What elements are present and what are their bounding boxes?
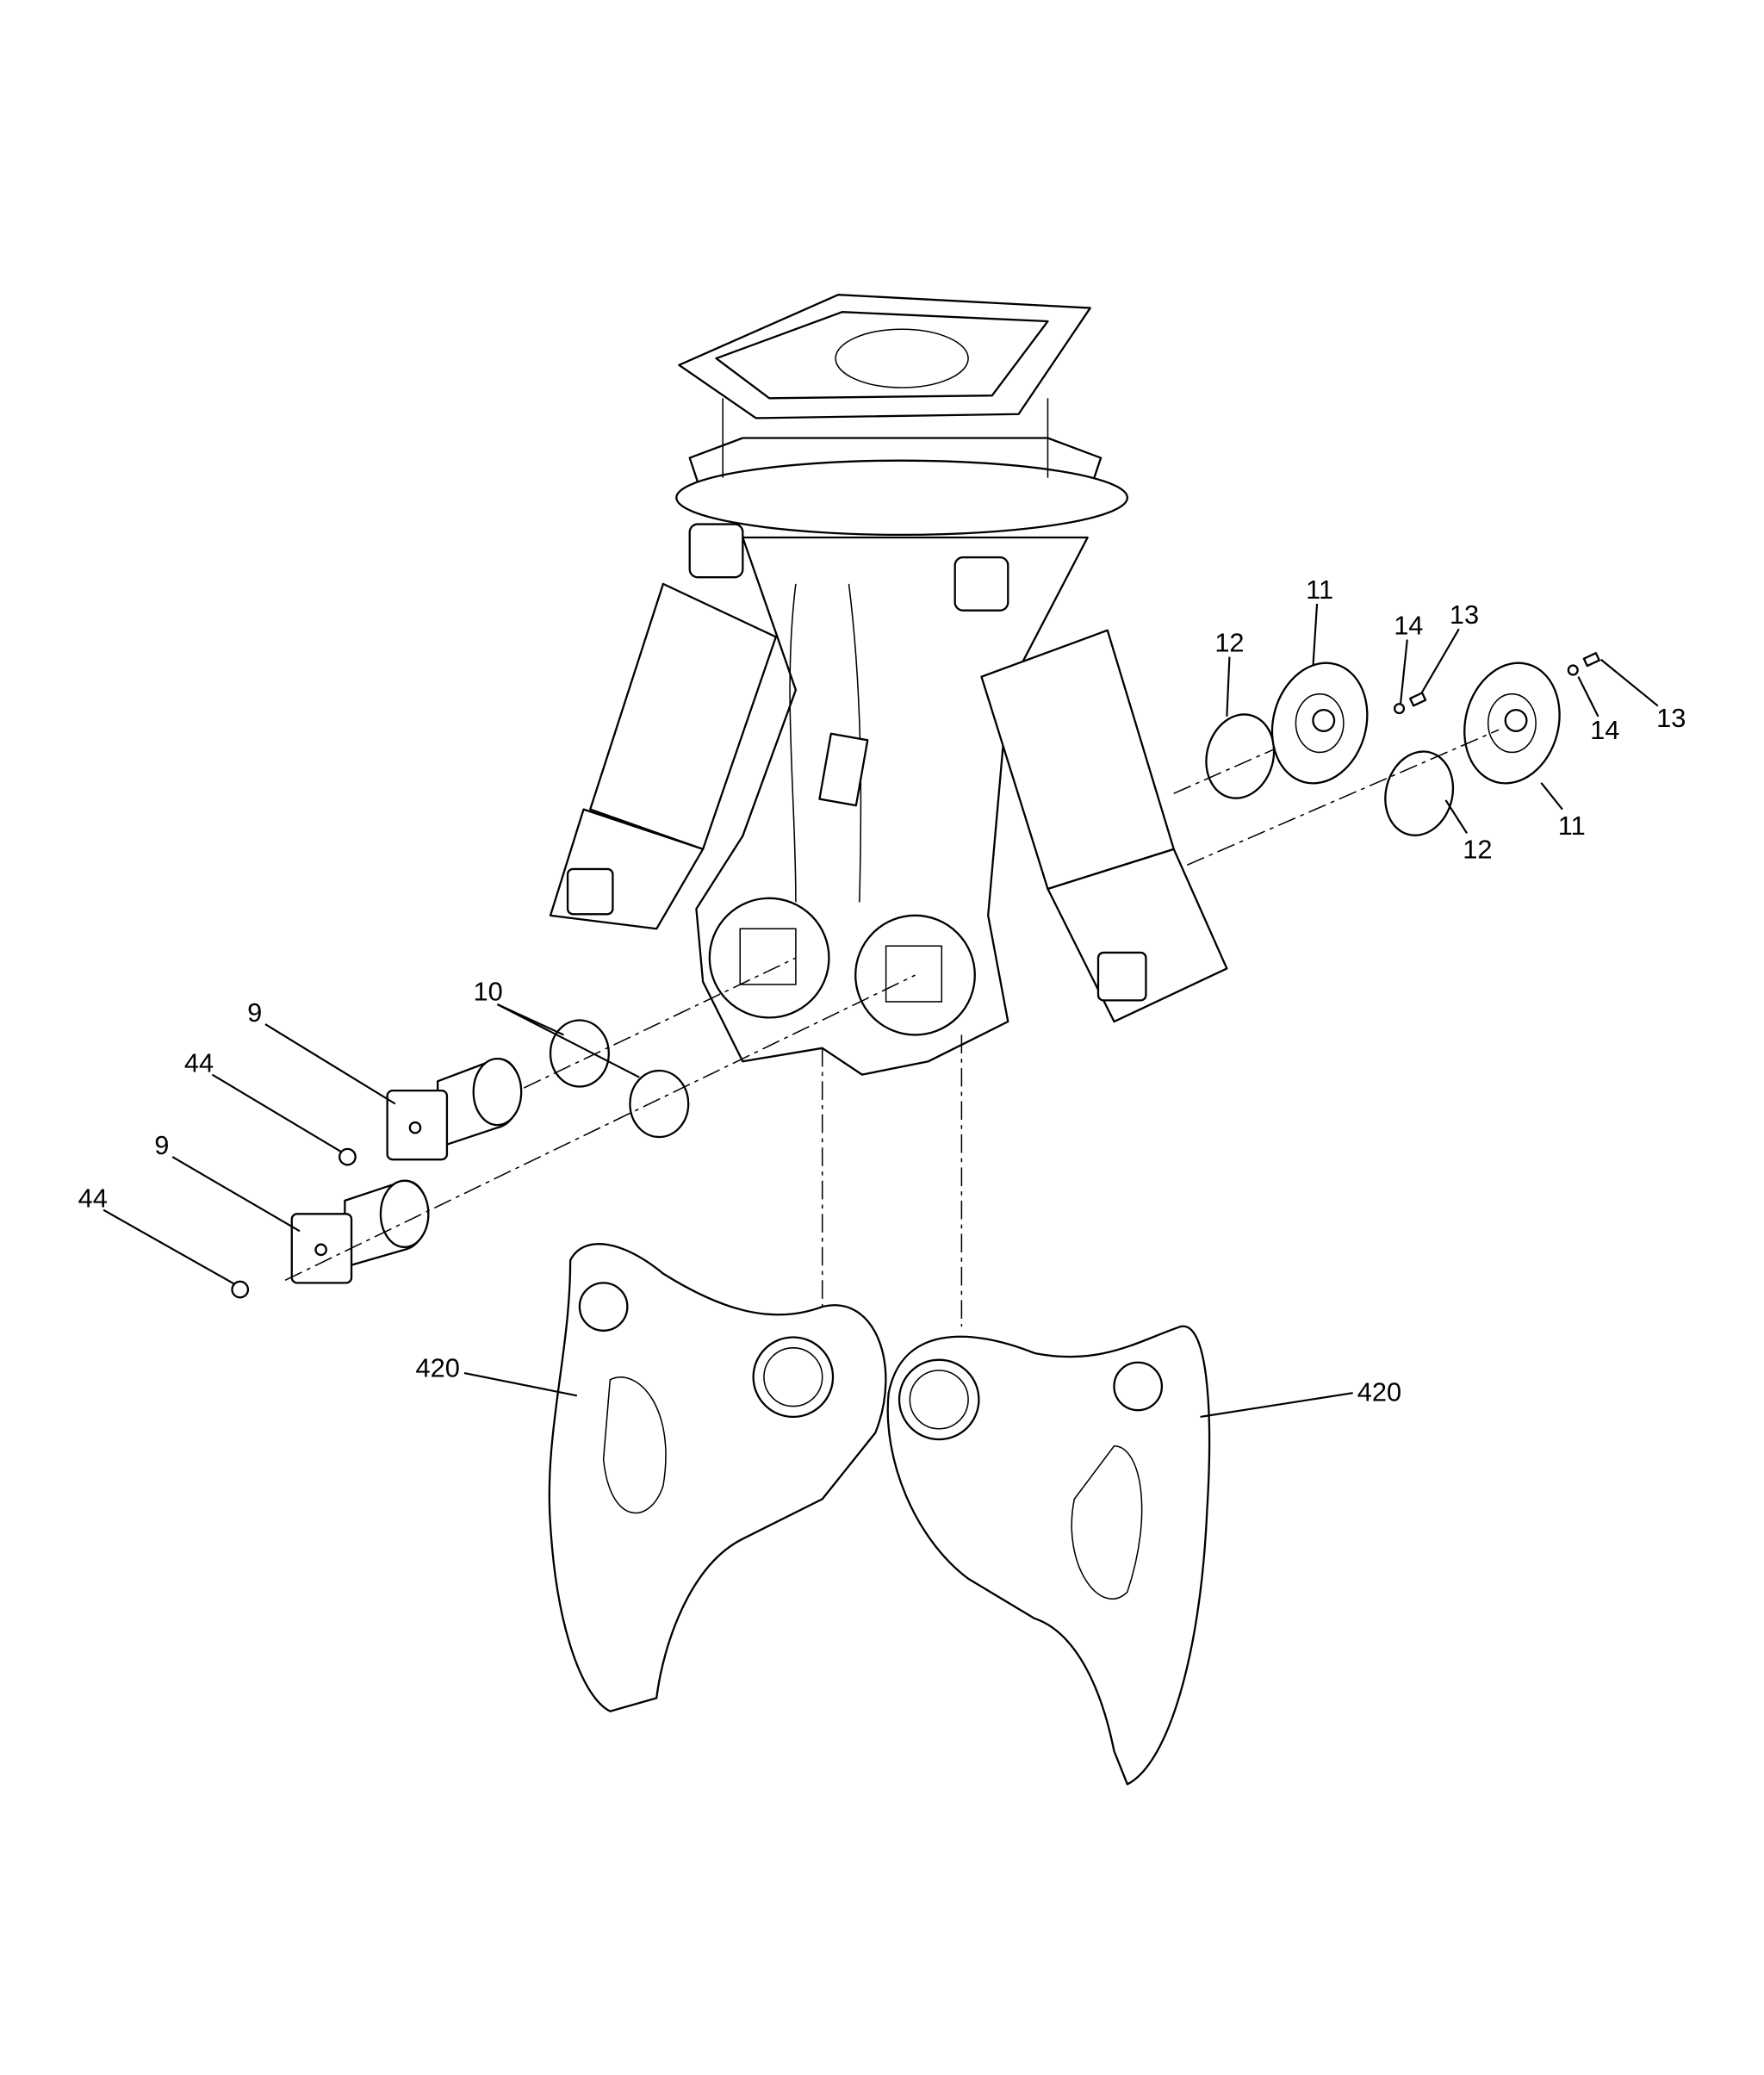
callout-14: 14: [1394, 610, 1423, 640]
part-10-discs: [549, 1019, 690, 1139]
part-12-ring-b: [1384, 750, 1455, 836]
leader-lines: [102, 603, 1659, 1418]
hydraulic-cylinder-right: [953, 556, 1228, 1023]
part-13-bolt-b: [1582, 652, 1600, 668]
callout-420: 420: [1357, 1376, 1401, 1407]
callout-12: 12: [1214, 627, 1244, 657]
part-44-screw-a: [339, 1147, 357, 1166]
part-9-pin-b: [290, 1179, 430, 1284]
callout-9: 9: [154, 1130, 169, 1160]
part-13-bolt-a: [1409, 692, 1427, 707]
part-11-cover-b: [1463, 662, 1561, 785]
callout-11: 11: [1558, 811, 1586, 841]
callout-420: 420: [415, 1353, 459, 1383]
part-420-jaw-left: [548, 1243, 887, 1712]
main-frame: [695, 536, 1089, 1076]
part-420-jaw-right: [886, 1325, 1211, 1786]
part-9-pin-a: [386, 1057, 523, 1161]
hydraulic-cylinder-left: [549, 523, 777, 930]
callout-44: 44: [78, 1183, 108, 1214]
part-12-ring-a: [1205, 713, 1276, 799]
part-14-washer-a: [1393, 703, 1406, 715]
callout-12: 12: [1463, 835, 1492, 865]
callout-9: 9: [247, 997, 262, 1028]
part-14-washer-b: [1567, 664, 1579, 676]
callout-13: 13: [1656, 703, 1686, 733]
callout-44: 44: [184, 1048, 214, 1078]
rotator-top-plate: [675, 294, 1129, 537]
part-11-cover-a: [1270, 662, 1369, 785]
callout-10: 10: [474, 976, 503, 1006]
callout-11: 11: [1306, 575, 1333, 605]
alignment-lines: [284, 729, 1500, 1327]
part-44-screw-b: [231, 1280, 250, 1299]
callout-14: 14: [1590, 715, 1619, 745]
callout-13: 13: [1450, 600, 1479, 630]
